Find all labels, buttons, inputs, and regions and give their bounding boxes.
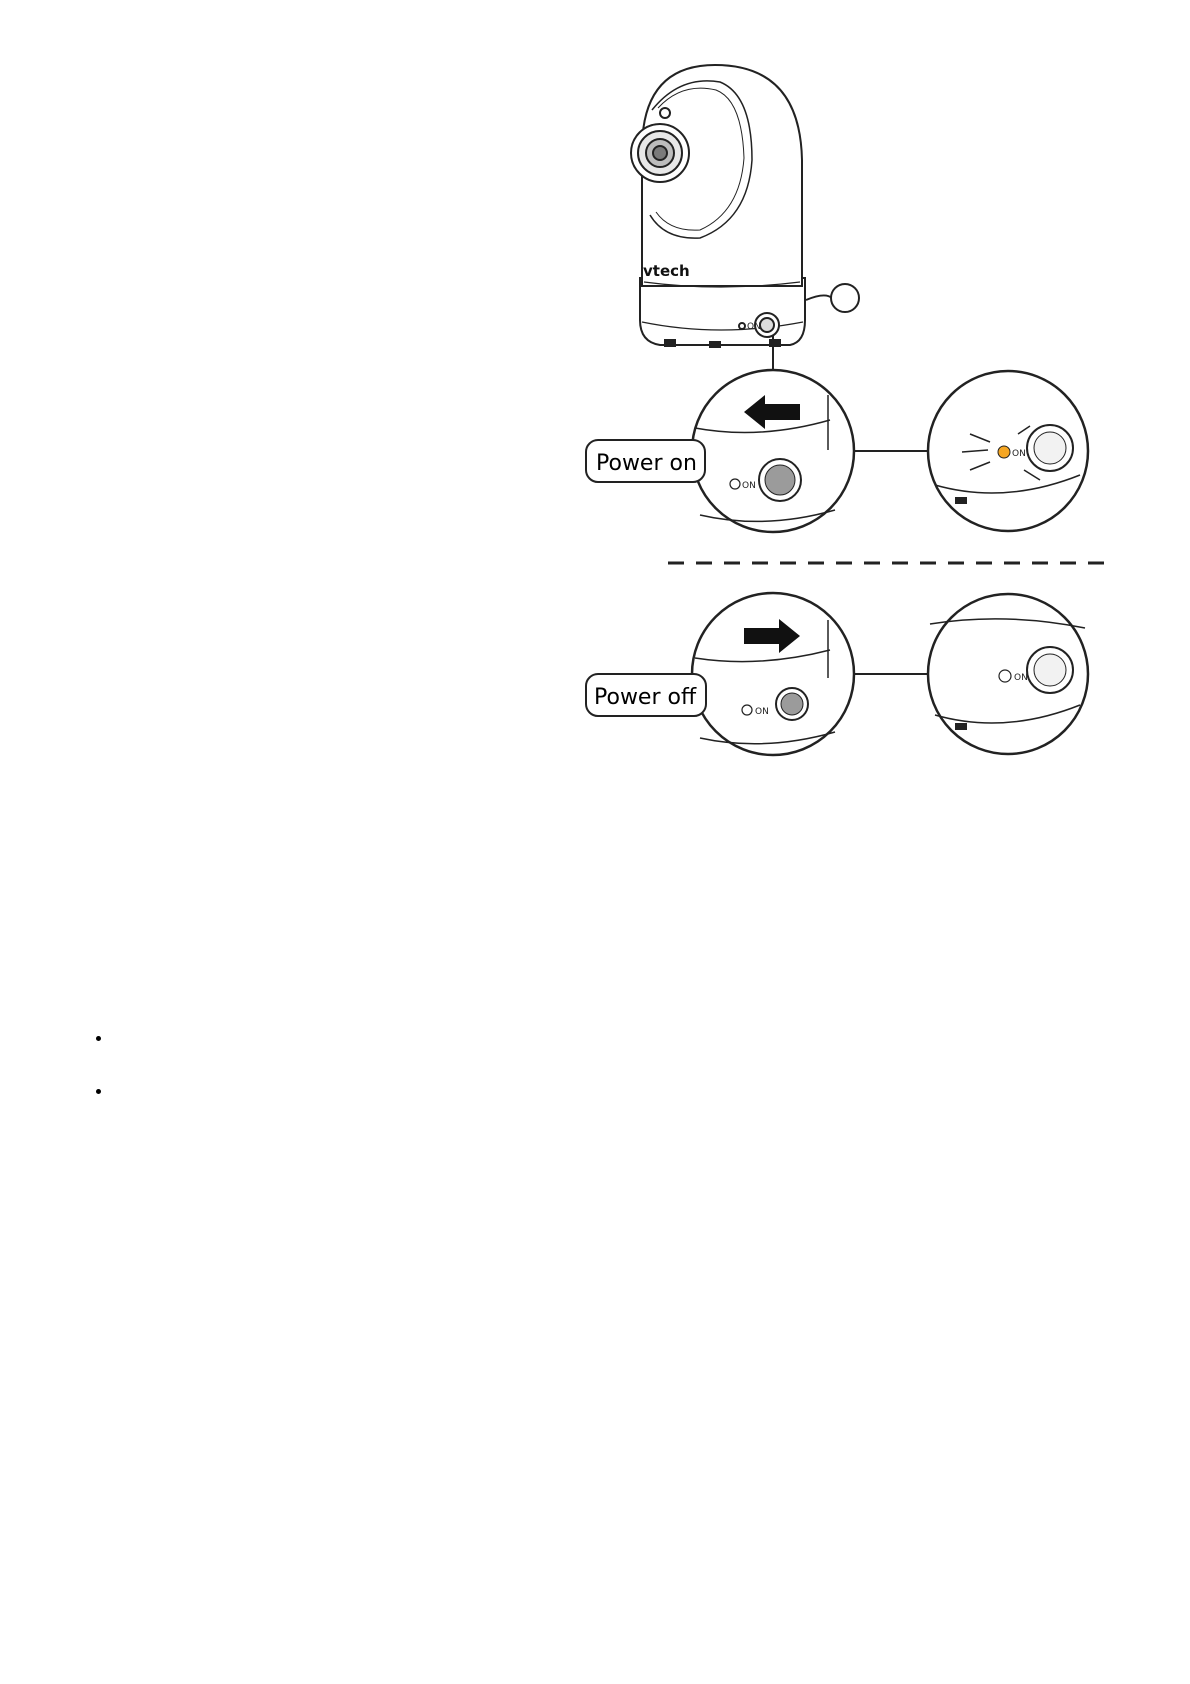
camera-switch-label: ON (747, 322, 761, 332)
power-on-switch-label: ON (742, 481, 756, 491)
camera-power-figure: vtech ON ON Power on ON (0, 0, 1190, 800)
bullet-list (86, 1030, 106, 1136)
power-on-led-circle (928, 371, 1088, 531)
power-off-switch-label: ON (755, 707, 769, 717)
list-item (86, 1030, 106, 1083)
power-led-indicator (998, 446, 1010, 458)
power-off-zoom-circle (692, 593, 854, 755)
list-item (86, 1083, 106, 1136)
power-on-label: Power on (596, 451, 697, 476)
off-led-circle-switch-label: ON (1014, 673, 1028, 683)
brand-logo: vtech (643, 262, 690, 280)
power-off-label: Power off (594, 685, 697, 710)
power-on-zoom-circle (692, 370, 854, 532)
power-off-led-circle (928, 594, 1088, 754)
led-circle-switch-label: ON (1012, 449, 1026, 459)
camera-illustration (631, 65, 859, 375)
bullet-icon (96, 1036, 101, 1041)
bullet-icon (96, 1089, 101, 1094)
